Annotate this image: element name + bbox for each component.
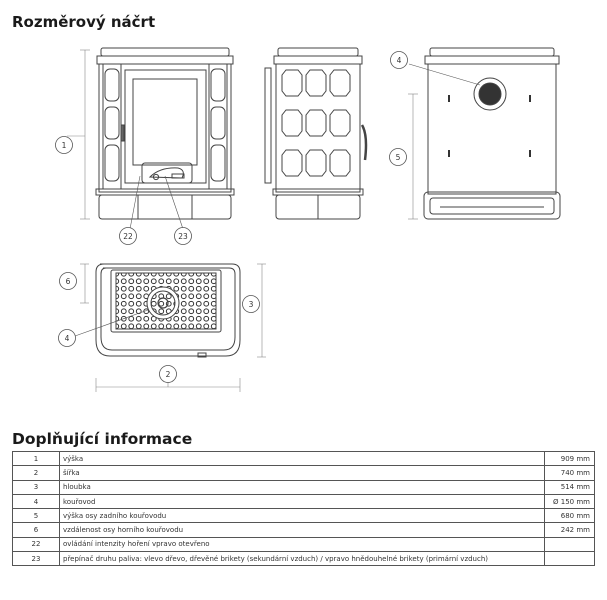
dimension-drawing: 1 22 23 4 5 6 4 3 2 [55, 47, 561, 392]
callout-22 [119, 227, 137, 245]
row-number: 22 [12, 536, 60, 553]
callout-label-6: 6 [66, 277, 71, 286]
callout-label-4-top: 4 [65, 334, 70, 343]
callout-4-rear [390, 51, 408, 69]
callout-1 [55, 136, 73, 154]
side-view [264, 47, 368, 220]
row-value [543, 551, 596, 567]
row-label: ovládání intenzity hoření vpravo otevřen… [59, 536, 545, 553]
row-label: šířka [59, 465, 545, 481]
callout-label-22: 22 [123, 232, 133, 241]
row-number: 6 [12, 522, 60, 538]
row-value: 740 mm [543, 465, 596, 481]
callout-label-5: 5 [396, 153, 401, 162]
callout-label-1: 1 [62, 141, 67, 150]
callout-label-4-rear: 4 [397, 56, 402, 65]
row-label: hloubka [59, 479, 545, 495]
callout-6 [59, 272, 77, 290]
callout-label-2: 2 [166, 370, 171, 379]
front-view [67, 47, 235, 230]
row-value: 514 mm [543, 479, 596, 495]
row-label: výška [59, 450, 545, 467]
row-label: kouřovod [59, 493, 545, 510]
row-value: 909 mm [543, 450, 596, 467]
section-title-dimension-sketch: Rozměrový náčrt [12, 13, 156, 31]
section-title-additional-info: Doplňující informace [12, 430, 193, 448]
rear-view [408, 47, 561, 220]
callout-5 [389, 148, 407, 166]
callout-2 [159, 365, 177, 383]
row-number: 23 [12, 551, 60, 567]
row-label: výška osy zadního kouřovodu [59, 508, 545, 524]
row-value [543, 536, 596, 553]
callout-3 [242, 295, 260, 313]
row-number: 5 [12, 508, 60, 524]
callout-23 [174, 227, 192, 245]
row-number: 2 [12, 465, 60, 481]
row-number: 1 [12, 450, 60, 467]
callout-label-3: 3 [249, 300, 254, 309]
row-label: vzdálenost osy horního kouřovodu [59, 522, 545, 538]
row-value: 242 mm [543, 522, 596, 538]
top-view [74, 263, 266, 392]
callout-label-23: 23 [178, 232, 188, 241]
row-label: přepínač druhu paliva: vlevo dřevo, dřev… [59, 551, 545, 567]
row-number: 3 [12, 479, 60, 495]
row-value: 680 mm [543, 508, 596, 524]
callout-4-top [58, 329, 76, 347]
row-value: Ø 150 mm [543, 493, 596, 510]
row-number: 4 [12, 493, 60, 510]
